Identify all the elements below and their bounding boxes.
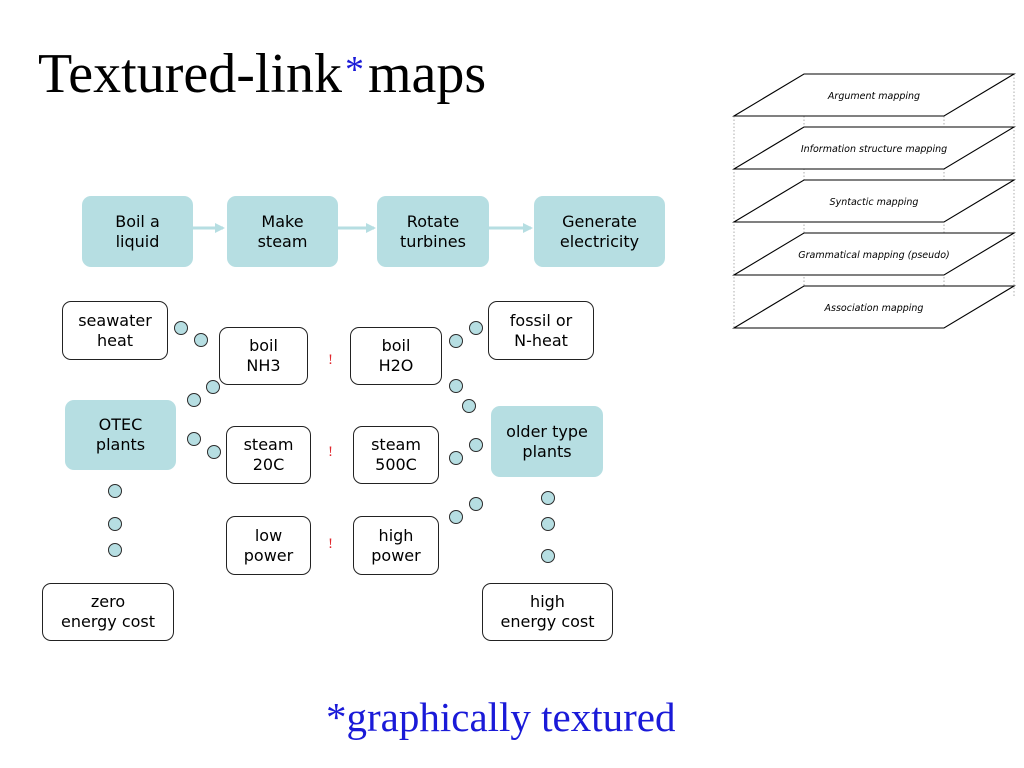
link-dot xyxy=(469,438,483,452)
link-dot xyxy=(449,451,463,465)
contrast-mark-boil: ! xyxy=(328,352,333,368)
link-dot xyxy=(207,445,221,459)
link-dot xyxy=(194,333,208,347)
right-source-node: fossil or N-heat xyxy=(488,301,594,360)
title-rest: maps xyxy=(367,43,487,105)
left-plants-node: OTEC plants xyxy=(65,400,176,470)
right-plants-node: older type plants xyxy=(491,406,603,477)
left-cost-node: zero energy cost xyxy=(42,583,174,641)
contrast-mark-power: ! xyxy=(328,536,333,552)
mapping-layer-plane: Information structure mapping xyxy=(732,126,1016,170)
link-dot xyxy=(541,549,555,563)
link-dot xyxy=(469,497,483,511)
title-asterisk: * xyxy=(344,49,364,91)
process-step-boil-liquid: Boil a liquid xyxy=(82,196,193,267)
left-boil-node: boil NH3 xyxy=(219,327,308,385)
mapping-layer-plane: Grammatical mapping (pseudo) xyxy=(732,232,1016,276)
right-cost-node: high energy cost xyxy=(482,583,613,641)
right-power-node: high power xyxy=(353,516,439,575)
link-dot xyxy=(187,432,201,446)
link-dot xyxy=(108,543,122,557)
process-step-generate-electricity: Generate electricity xyxy=(534,196,665,267)
link-dot xyxy=(108,517,122,531)
contrast-mark-steam: ! xyxy=(328,444,333,460)
link-dot xyxy=(449,379,463,393)
mapping-layer-label: Argument mapping xyxy=(827,91,920,102)
link-dot xyxy=(469,321,483,335)
slide-title: Textured-link*maps xyxy=(38,34,486,110)
mapping-layer-plane: Association mapping xyxy=(732,285,1016,329)
mapping-layer-plane: Argument mapping xyxy=(732,73,1016,117)
link-dot xyxy=(449,510,463,524)
process-arrows xyxy=(193,223,533,233)
link-dot xyxy=(206,380,220,394)
footnote: *graphically textured xyxy=(326,694,676,740)
link-dot xyxy=(174,321,188,335)
link-dot xyxy=(187,393,201,407)
right-boil-node: boil H2O xyxy=(350,327,442,385)
mapping-layer-label: Syntactic mapping xyxy=(830,197,919,208)
process-step-rotate-turbines: Rotate turbines xyxy=(377,196,489,267)
mapping-layer-label: Grammatical mapping (pseudo) xyxy=(798,250,949,261)
right-steam-node: steam 500C xyxy=(353,426,439,484)
mapping-layer-label: Information structure mapping xyxy=(801,144,947,155)
title-text: Textured-link xyxy=(38,43,342,105)
left-power-node: low power xyxy=(226,516,311,575)
link-dot xyxy=(108,484,122,498)
link-dot xyxy=(462,399,476,413)
left-source-node: seawater heat xyxy=(62,301,168,360)
link-dot xyxy=(541,491,555,505)
link-dot xyxy=(541,517,555,531)
left-steam-node: steam 20C xyxy=(226,426,311,484)
mapping-layer-label: Association mapping xyxy=(824,303,924,314)
mapping-layer-plane: Syntactic mapping xyxy=(732,179,1016,223)
process-step-make-steam: Make steam xyxy=(227,196,338,267)
link-dot xyxy=(449,334,463,348)
